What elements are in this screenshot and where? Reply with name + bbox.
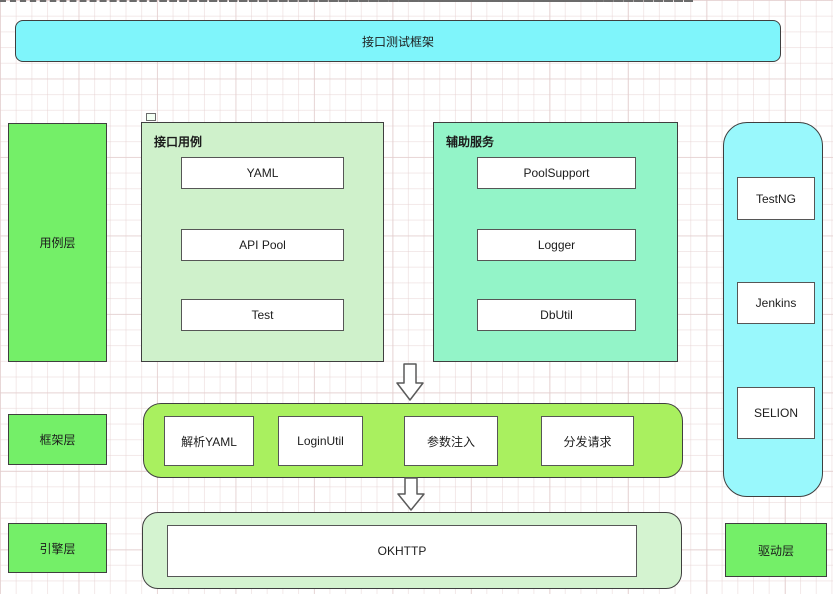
layer-separator-line (0, 0, 690, 2)
layer-label: 驱动层 (757, 543, 794, 558)
diagram-node-jenkins: Jenkins (737, 282, 815, 324)
node-label: YAML (246, 166, 279, 180)
down-arrow-icon (397, 477, 425, 511)
use-case-group: 接口用例 YAML API Pool Test (141, 122, 384, 362)
group-collapse-icon (146, 113, 156, 121)
layer-label: 用例层 (39, 236, 76, 250)
node-label: 参数注入 (426, 434, 475, 449)
diagram-node-logger: Logger (477, 229, 636, 261)
node-label: 解析YAML (181, 434, 237, 449)
diagram-node-okhttp: OKHTTP (167, 525, 637, 577)
node-label: Jenkins (755, 296, 797, 310)
diagram-node-parse-yaml: 解析YAML (164, 416, 254, 466)
diagram-node-dispatch-request: 分发请求 (541, 416, 634, 466)
layer-label: 框架层 (39, 433, 76, 447)
node-label: SELION (753, 406, 798, 420)
node-label: Logger (537, 238, 576, 252)
node-label: 分发请求 (563, 434, 612, 449)
aux-services-group-title: 辅助服务 (446, 135, 495, 149)
engine-group: OKHTTP (142, 512, 682, 589)
aux-services-group: 辅助服务 PoolSupport Logger DbUtil (433, 122, 678, 362)
node-label: TestNG (755, 191, 796, 206)
diagram-node-dbutil: DbUtil (477, 299, 636, 331)
framework-group: 解析YAML LoginUtil 参数注入 分发请求 (143, 403, 683, 478)
node-label: OKHTTP (377, 544, 427, 558)
diagram-node-yaml: YAML (181, 157, 344, 189)
diagram-node-api-pool: API Pool (181, 229, 344, 261)
title-banner-label: 接口测试框架 (361, 34, 434, 49)
diagram-node-selion: SELION (737, 387, 815, 439)
node-label: PoolSupport (523, 166, 590, 180)
title-banner: 接口测试框架 (15, 20, 781, 62)
layer-box-framework: 框架层 (8, 414, 107, 465)
diagram-node-param-inject: 参数注入 (404, 416, 498, 466)
diagram-node-loginutil: LoginUtil (278, 416, 363, 466)
diagram-node-testng: TestNG (737, 177, 815, 220)
layer-box-engine: 引擎层 (8, 523, 107, 573)
down-arrow-icon (396, 363, 424, 401)
diagram-node-test: Test (181, 299, 344, 331)
use-case-group-title: 接口用例 (154, 135, 203, 149)
layer-label: 引擎层 (39, 541, 76, 556)
node-label: DbUtil (540, 308, 573, 322)
node-label: Test (251, 308, 274, 322)
diagram-node-poolsupport: PoolSupport (477, 157, 636, 189)
node-label: LoginUtil (297, 434, 344, 448)
node-label: API Pool (239, 238, 286, 252)
ci-tools-column: TestNG Jenkins SELION (723, 122, 823, 497)
layer-box-use-case: 用例层 (8, 123, 107, 362)
layer-box-driver: 驱动层 (725, 523, 827, 577)
